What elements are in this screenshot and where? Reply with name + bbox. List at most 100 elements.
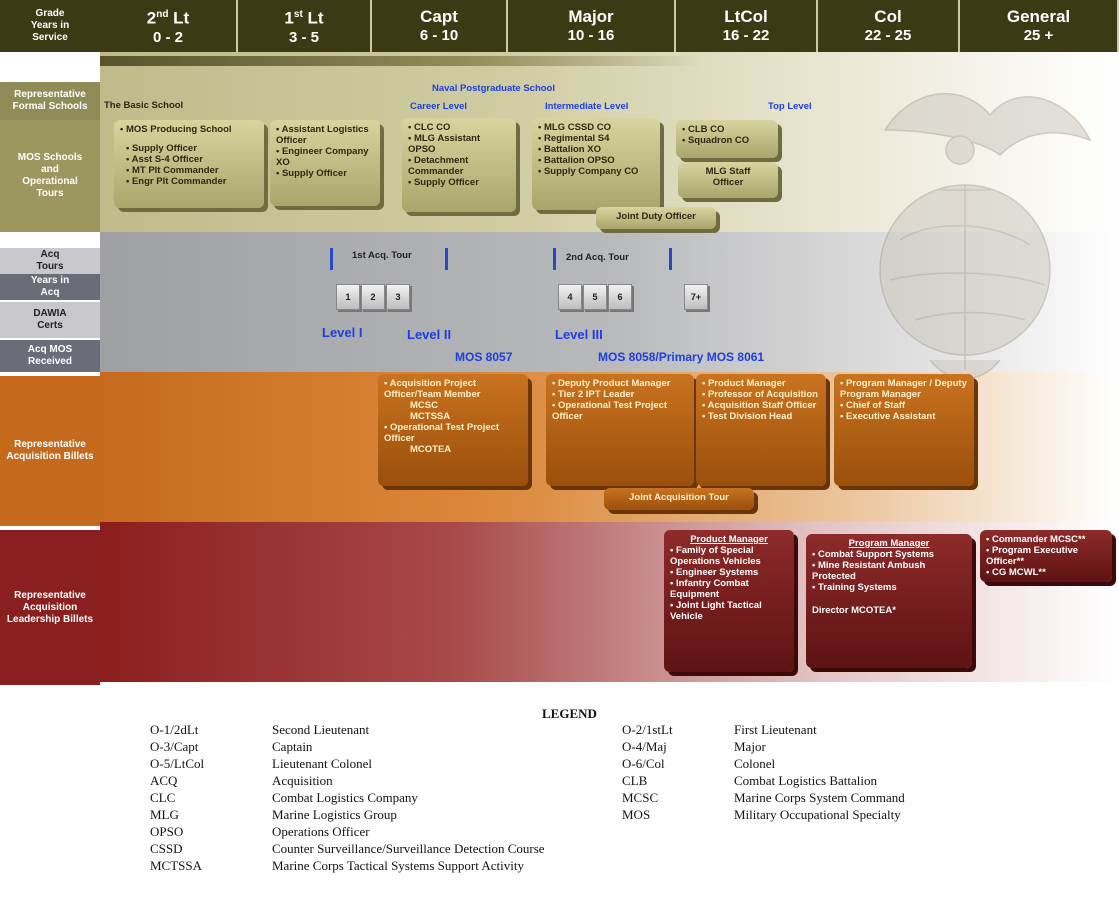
general-item: • CG MCWL** — [986, 567, 1046, 578]
billet-box-ltcol: • Product Manager • Professor of Acquisi… — [696, 374, 826, 486]
legend-row: OPSO Operations Officer — [150, 824, 610, 840]
tour-box-1stlt-item: • Supply Officer — [276, 168, 347, 179]
sidebar-years-in-acq: Years in Acq — [0, 274, 100, 300]
years-in-acq-label: Years in Acq — [30, 275, 70, 298]
legend-abbreviation: OPSO — [150, 824, 184, 839]
legend-definition: Acquisition — [272, 773, 333, 788]
billet-box-major: • Deputy Product Manager • Tier 2 IPT Le… — [546, 374, 694, 486]
general-item: • Commander MCSC** — [986, 534, 1086, 545]
legend-definition: Lieutenant Colonel — [272, 756, 373, 771]
acq-mos-label: Acq MOS Received — [27, 344, 73, 367]
legend-definition: Major — [734, 739, 766, 754]
legend-abbreviation: O-3/Capt — [150, 739, 199, 754]
billet-major-item: • Operational Test Project Officer — [552, 400, 668, 422]
product-manager-item: • Engineer Systems — [670, 567, 759, 578]
legend-definition: Colonel — [734, 756, 776, 771]
eagle-globe-anchor-emblem — [879, 92, 1092, 380]
dawia-level-1: Level I — [322, 325, 363, 340]
tour-box-major-item: • Battalion OPSO — [538, 155, 615, 166]
legend-row: O-6/Col Colonel — [622, 756, 1022, 772]
billet-ltcol-item: • Acquisition Staff Officer — [702, 400, 817, 411]
sidebar-formal-schools: Representative Formal Schools — [0, 82, 100, 120]
billet-major-item: • Tier 2 IPT Leader — [552, 389, 635, 400]
leadership-box-col: Program Manager • Combat Support Systems… — [806, 534, 972, 668]
billet-ltcol-item: • Professor of Acquisition — [702, 389, 818, 400]
mlg-staff-officer-text: MLG Staff Officer — [705, 166, 751, 188]
grade-rank: LtCol — [724, 7, 768, 26]
legend-definition: Combat Logistics Company — [272, 790, 418, 805]
grade-years: 0 - 2 — [152, 28, 183, 46]
acq-year-box: 2 — [361, 284, 385, 310]
corner-line-2: Years in — [30, 20, 70, 31]
acq-year-box: 4 — [558, 284, 582, 310]
formal-schools-label: Representative Formal Schools — [12, 89, 88, 112]
acq-year-box: 5 — [583, 284, 607, 310]
program-manager-item: • Training Systems — [812, 582, 897, 593]
tour-box-capt-item: • Detachment Commander — [408, 155, 469, 177]
sidebar-acq-billets: Representative Acquisition Billets — [0, 376, 100, 526]
billet-capt-item: MCSC — [410, 400, 438, 411]
tour-box-mlg-staff: MLG Staff Officer — [678, 162, 778, 198]
sidebar-acq-tours: Acq Tours — [0, 248, 100, 274]
tour-box-joint-duty: Joint Duty Officer — [596, 207, 716, 229]
billet-major-item: • Deputy Product Manager — [552, 378, 671, 389]
tour-box-capt-item: • Supply Officer — [408, 177, 479, 188]
tour-box-2ndlt-item: • Asst S-4 Officer — [126, 154, 203, 165]
acq-tour-2-label: 2nd Acq. Tour — [566, 252, 629, 263]
legend-definition: Military Occupational Specialty — [734, 807, 901, 822]
legend-definition: Marine Logistics Group — [272, 807, 397, 822]
legend-definition: Operations Officer — [272, 824, 370, 839]
joint-acquisition-tour-text: Joint Acquisition Tour — [629, 492, 729, 503]
grade-years: 3 - 5 — [288, 28, 319, 46]
tour-box-1stlt-item: • Assistant Logistics Officer — [276, 124, 369, 146]
acq-year-box: 7+ — [684, 284, 708, 310]
legend-abbreviation: O-6/Col — [622, 756, 665, 771]
legend-abbreviation: O-2/1stLt — [622, 722, 673, 737]
director-mcotea-text: Director MCOTEA* — [812, 605, 896, 616]
joint-acquisition-tour-box: Joint Acquisition Tour — [604, 488, 754, 510]
acq-billets-label: Representative Acquisition Billets — [6, 439, 94, 462]
tour-box-1stlt-item: • Engineer Company XO — [276, 146, 369, 168]
billet-capt-item: • Acquisition Project Officer/Team Membe… — [384, 378, 481, 400]
legend-title: LEGEND — [542, 706, 597, 721]
tour-box-2ndlt-title: • MOS Producing School — [120, 124, 232, 135]
corner-line-1: Grade — [35, 8, 65, 19]
legend-definition: Combat Logistics Battalion — [734, 773, 877, 788]
legend-abbreviation: ACQ — [150, 773, 178, 788]
intermediate-level-label: Intermediate Level — [545, 101, 629, 112]
grade-years: 16 - 22 — [722, 27, 770, 44]
program-manager-item: • Combat Support Systems — [812, 549, 935, 560]
mos-8058-label: MOS 8058/Primary MOS 8061 — [598, 350, 765, 364]
legend-abbreviation: MLG — [150, 807, 179, 822]
acq-tour-1-label: 1st Acq. Tour — [352, 250, 412, 261]
legend-abbreviation: CLB — [622, 773, 648, 788]
dawia-level-2: Level II — [407, 327, 452, 342]
tour-box-major-item: • Battalion XO — [538, 144, 601, 155]
dawia-level-3: Level III — [555, 327, 603, 342]
acq-tour-2-bracket — [553, 248, 672, 270]
grade-rank: 2nd Lt — [146, 8, 190, 28]
tour-box-ltcol-item: • CLB CO — [682, 124, 725, 135]
tour-box-ltcol-item: • Squadron CO — [682, 135, 750, 146]
leadership-billets-label: Representative Acquisition Leadership Bi… — [6, 589, 94, 625]
acq-year-box: 1 — [336, 284, 360, 310]
grade-years: 10 - 16 — [567, 27, 615, 44]
grade-rank: 1st Lt — [284, 8, 324, 28]
legend-row: CLB Combat Logistics Battalion — [622, 773, 1022, 789]
tour-box-capt-item: • CLC CO — [408, 122, 451, 133]
legend-definition: Second Lieutenant — [272, 722, 370, 737]
tour-box-ltcol-co: • CLB CO • Squadron CO — [676, 120, 778, 158]
tour-box-major-item: • Regimental S4 — [538, 133, 610, 144]
top-level-label: Top Level — [768, 101, 812, 112]
